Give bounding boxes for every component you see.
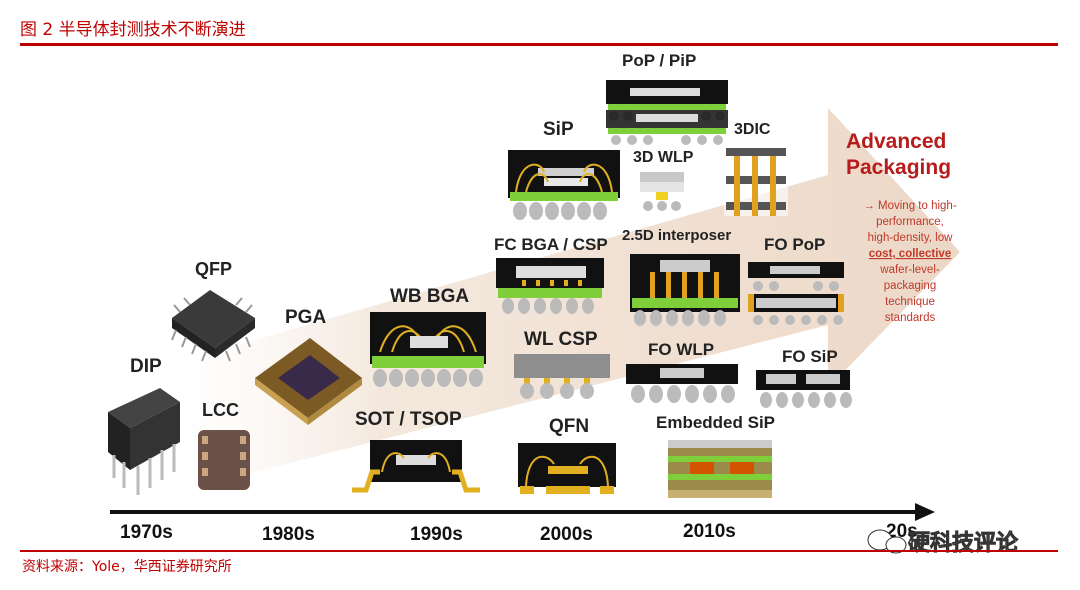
label-qfp: QFP	[195, 259, 232, 279]
label-fc-bga-csp: FC BGA / CSP	[494, 235, 608, 254]
figure-title: 图 2 半导体封测技术不断演进	[20, 20, 246, 40]
decade-2000s: 2000s	[540, 524, 593, 545]
sot-tsop-package-image	[352, 440, 480, 493]
label-wb-bga: WB BGA	[390, 286, 469, 307]
advanced-title-line1: Advanced	[846, 130, 946, 153]
timeline-arrowhead	[915, 503, 935, 521]
3dic-package-image	[724, 146, 788, 216]
3d-wlp-package-image	[640, 172, 684, 211]
dip-package-image	[108, 388, 180, 495]
fo-sip-package-image	[756, 370, 852, 408]
label-lcc: LCC	[202, 400, 239, 420]
fc-bga-csp-package-image	[496, 258, 604, 314]
advanced-note-line: cost, collective	[869, 248, 951, 260]
lcc-package-image	[198, 430, 250, 490]
label-sot-tsop: SOT / TSOP	[355, 409, 462, 430]
label-25d-interposer: 2.5D interposer	[622, 227, 731, 244]
wechat-icon	[867, 529, 907, 554]
label-embedded-sip: Embedded SiP	[656, 413, 775, 432]
decade-1970s: 1970s	[120, 522, 173, 543]
advanced-note-line: performance,	[876, 216, 944, 228]
label-fo-sip: FO SiP	[782, 347, 838, 366]
watermark-text: 硬科技评论	[908, 530, 1019, 556]
source-divider	[20, 550, 1058, 552]
fo-wlp-package-image	[626, 364, 738, 403]
advanced-note-line: standards	[885, 312, 936, 324]
fo-pop-package-image	[748, 262, 844, 325]
label-3d-wlp: 3D WLP	[633, 149, 694, 166]
embedded-sip-package-image	[668, 440, 772, 498]
advanced-note-line: technique	[885, 296, 935, 308]
decade-1980s: 1980s	[262, 524, 315, 545]
label-pga: PGA	[285, 307, 326, 328]
25d-interposer-package-image	[630, 254, 740, 326]
label-pop-pip: PoP / PiP	[622, 51, 696, 70]
pop-pip-package-image	[606, 80, 728, 145]
source-note: 资料来源：Yole，华西证券研究所	[22, 559, 232, 575]
title-underline	[20, 43, 1058, 46]
advanced-note-line: packaging	[884, 280, 936, 292]
label-fo-wlp: FO WLP	[648, 340, 714, 359]
decade-1990s: 1990s	[410, 524, 463, 545]
decade-2010s: 2010s	[683, 521, 736, 542]
sip-package-image	[508, 150, 620, 220]
label-3dic: 3DIC	[734, 121, 771, 138]
advanced-note: → Moving to high- performance, high-dens…	[863, 200, 956, 324]
pga-package-image	[255, 338, 362, 425]
advanced-note-line: wafer-level-	[879, 264, 940, 276]
label-wl-csp: WL CSP	[524, 329, 598, 350]
label-sip: SiP	[543, 119, 574, 140]
wl-csp-package-image	[514, 354, 610, 399]
wb-bga-package-image	[370, 312, 486, 387]
label-fo-pop: FO PoP	[764, 235, 825, 254]
label-dip: DIP	[130, 356, 162, 377]
label-qfn: QFN	[549, 416, 589, 437]
qfp-package-image	[171, 290, 255, 362]
advanced-note-line: → Moving to high-	[863, 200, 956, 212]
advanced-title-line2: Packaging	[846, 156, 951, 179]
advanced-note-line: high-density, low	[868, 232, 953, 244]
qfn-package-image	[518, 443, 616, 494]
